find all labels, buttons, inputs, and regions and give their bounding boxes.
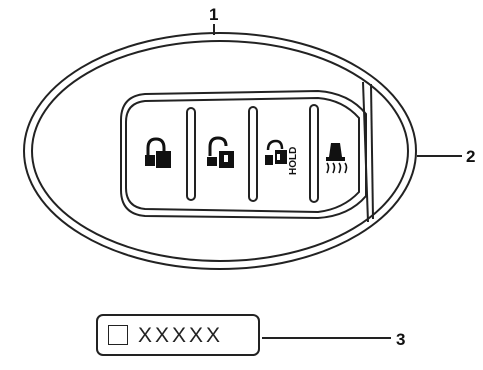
leader-lines xyxy=(213,24,462,339)
lock-icon xyxy=(145,137,171,168)
checkbox-square xyxy=(108,325,128,345)
key-number-tag: XXXXX xyxy=(96,314,260,356)
callout-2: 2 xyxy=(466,147,476,166)
callout-3: 3 xyxy=(396,330,406,349)
key-number-text: XXXXX xyxy=(138,324,224,347)
unlock-icon xyxy=(207,136,234,168)
hold-label: HOLD xyxy=(288,147,299,175)
panic-alarm-icon xyxy=(326,143,348,174)
button-panel xyxy=(120,89,367,220)
callout-1: 1 xyxy=(209,5,219,24)
trunk-release-icon xyxy=(265,139,287,165)
